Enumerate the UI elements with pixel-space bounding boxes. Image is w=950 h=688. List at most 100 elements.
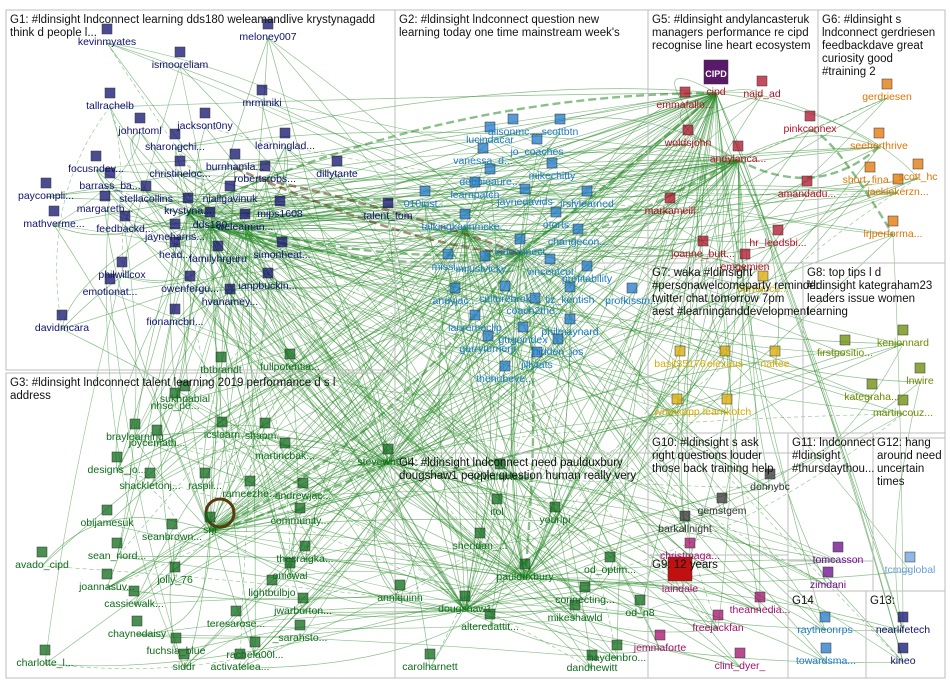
node-hidden-jos[interactable]: hidden_jos (533, 333, 584, 358)
node-talkingkarinmcke[interactable]: talkingkarinmcke... (422, 208, 509, 233)
node-od-n8[interactable]: od_n8 (625, 594, 655, 619)
node-jwarburton[interactable]: jwarburton... (273, 592, 332, 617)
node-kineo[interactable]: kineo (890, 642, 916, 667)
node-jaynedavids[interactable]: jaynedavids (496, 183, 553, 208)
node-debbieaure[interactable]: debbieaure... (459, 163, 521, 188)
node-seanbrown[interactable]: seanbrown... (142, 518, 202, 543)
node-imjustvicky[interactable]: imjustvicky... (456, 250, 515, 275)
node-raspil[interactable]: raspil... (188, 467, 222, 492)
node-teresarose[interactable]: teresarose... (207, 605, 265, 630)
node-profkissm[interactable]: profkissm... (605, 282, 659, 307)
node-naftee[interactable]: naftee (760, 345, 790, 370)
node-niallgavinuk[interactable]: niallgavinuk (203, 180, 259, 205)
node-woldsjohn[interactable]: woldsjohn (664, 124, 712, 149)
node-firstpositio[interactable]: firstpositio... (817, 334, 873, 359)
node-chaynedaisy[interactable]: chaynedaisy (108, 615, 167, 640)
node-learnkotch[interactable]: learnkotch (703, 393, 752, 418)
node-najd-ad[interactable]: najd_ad (743, 75, 781, 100)
node-scott-hc[interactable]: scott_hc (898, 158, 938, 183)
node-activatelea[interactable]: activatelea... (211, 648, 270, 673)
node-community[interactable]: community... (271, 502, 330, 527)
node-kevinfairless[interactable]: kevinfairless (471, 458, 529, 483)
node-garryturnerjr[interactable]: garryturnerjr (459, 330, 517, 355)
node-kategraha[interactable]: kategraha... (844, 378, 900, 403)
node-emgemien[interactable]: emgemien (720, 248, 770, 273)
node-learnpatch[interactable]: learnpatch (450, 176, 500, 201)
node-towardsma[interactable]: towardsma... (796, 642, 856, 667)
node-srjf[interactable]: srjf (203, 511, 217, 536)
node-changecon[interactable]: changecon... (548, 223, 608, 248)
node-hr-leedsbi[interactable]: hr_leedsbi... (749, 224, 807, 249)
node-profitability[interactable]: profitability (562, 260, 613, 285)
node-mrminiki[interactable]: mrminiki (242, 84, 282, 109)
node-mathverme[interactable]: mathverme... (23, 205, 85, 230)
node-alisonmc[interactable]: alisonmc... (488, 113, 538, 138)
node-burnhamla[interactable]: burnhamla... (206, 148, 264, 173)
node-sean-riord[interactable]: sean_riord... (88, 537, 146, 562)
node-mikechitty[interactable]: mikechitty (529, 157, 576, 182)
node-kenjonnard[interactable]: kenjonnard (877, 324, 929, 349)
node-culturebrok[interactable]: culturebrok (479, 280, 532, 305)
node-jacksont0ny[interactable]: jacksont0ny (176, 107, 233, 132)
node-martincouz[interactable]: martincouz... (873, 394, 933, 419)
node-johnrtoml[interactable]: johnrtoml (117, 112, 162, 137)
node-jo-coaches[interactable]: jo_coaches (509, 133, 564, 158)
node-hvanamey[interactable]: hvanamey... (202, 283, 258, 308)
node-avado-cipd[interactable]: avado_cipd (15, 546, 69, 571)
node-tallrachelb[interactable]: tallrachelb (86, 87, 134, 112)
node-oomancu[interactable]: oomancu... (737, 270, 789, 295)
node-shapm[interactable]: shapm... (245, 417, 285, 442)
node-ianpbuckin[interactable]: ianpbuckin... (239, 267, 298, 292)
node-sharongchi[interactable]: sharongchi... (145, 128, 205, 153)
node-christineloc[interactable]: christineloc... (149, 155, 211, 180)
node-andylanca[interactable]: andylanca... (710, 140, 767, 165)
node-gemstgem[interactable]: gemstgem (697, 492, 747, 517)
node-fullpotentia[interactable]: fullpotentia... (260, 348, 320, 373)
node-davidmcara[interactable]: davidmcara (35, 309, 89, 334)
node-short-fina[interactable]: short_fina... (843, 161, 898, 186)
node-familyhrguru[interactable]: familyhrguru (189, 240, 247, 265)
node-emmafallo[interactable]: emmafallo... (656, 86, 714, 111)
node-nearlifetech[interactable]: nearlifetech (876, 611, 930, 636)
node-lnwire[interactable]: lnwire (906, 362, 934, 387)
node-jillytats[interactable]: jillytats (520, 346, 553, 371)
node-onicwal[interactable]: onicwal (272, 557, 308, 582)
node-dougshaw1[interactable]: dougshaw1 (438, 590, 492, 615)
node--sarahsto[interactable]: _sarahsto... (272, 619, 328, 644)
node-icslearn[interactable]: icslearn (204, 416, 240, 441)
node-ismooreliam[interactable]: ismooreliam (152, 46, 209, 71)
node-fuchsia-blue[interactable]: fuchsia_blue (147, 632, 206, 657)
node-scottbtn[interactable]: scottbtn (542, 113, 579, 138)
node-basit35176[interactable]: basit35176 (654, 345, 706, 370)
node-simonheat[interactable]: simonheat... (253, 236, 311, 261)
node-emotionat[interactable]: emotionat... (83, 273, 138, 298)
node-owenfergu[interactable]: owenfergu... (161, 270, 219, 295)
node-yourlpi[interactable]: yourlpi (540, 501, 571, 526)
node-itol[interactable]: itol (490, 493, 504, 518)
node-talent-tom[interactable]: talent_tom (363, 197, 413, 222)
node-dds180[interactable]: dds180 (193, 206, 228, 231)
node-alteredattit[interactable]: alteredattit... (461, 608, 519, 633)
node-vincentcol[interactable]: vincentcol (527, 253, 574, 278)
node-markameill[interactable]: markameill (645, 192, 696, 217)
node-raytheonrps[interactable]: raytheonrps (797, 611, 853, 636)
node-joanne-butt[interactable]: joanne_butt... (670, 235, 735, 260)
node-connecting[interactable]: connecting... (555, 581, 615, 606)
node-thehubeve[interactable]: thehubeve... (476, 360, 534, 385)
node-haydenbro[interactable]: haydenbro... (588, 639, 646, 664)
node-seeherthrive[interactable]: seeherthrive (850, 127, 908, 152)
node-ianremeclip[interactable]: ianremeclip (448, 309, 502, 334)
node-vanessa-d[interactable]: vanessa_d... (453, 142, 513, 167)
node-iaindale[interactable]: iaindale (662, 556, 698, 595)
node-nhse-pe[interactable]: nhse_pe... (150, 387, 200, 412)
node-jackiekerzn[interactable]: jackiekerzn... (866, 173, 929, 198)
node-carolharnett[interactable]: carolharnett (402, 648, 458, 673)
node-pinkconnex[interactable]: pinkconnex (783, 110, 837, 135)
node-theannedia[interactable]: theannedia... (730, 591, 791, 616)
node-lndconnect[interactable]: lndconnect (495, 233, 546, 258)
node-coach2the[interactable]: coach2the... (506, 292, 564, 317)
node-liz-kentish[interactable]: liz_kentish (545, 281, 595, 306)
node-sheridan[interactable]: sheridan_... (453, 527, 508, 552)
node-missi[interactable]: missi... (432, 248, 465, 273)
